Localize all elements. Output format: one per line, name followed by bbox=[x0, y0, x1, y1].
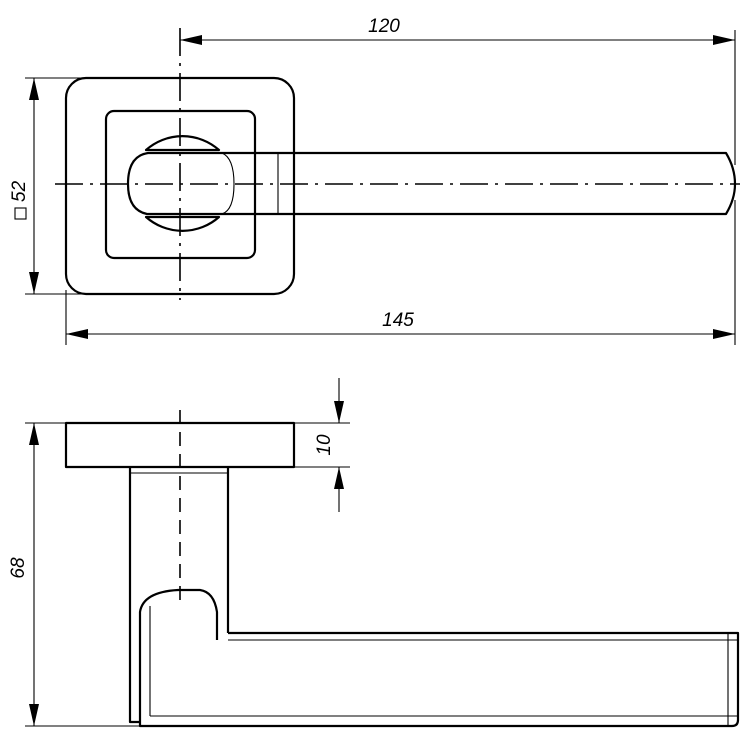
lever-neck-ridge bbox=[221, 152, 235, 215]
neck-circle-bottom bbox=[144, 215, 221, 232]
dim-10-arrow-bottom bbox=[334, 467, 344, 489]
square-symbol bbox=[14, 207, 27, 220]
dim-120-arrow-right bbox=[713, 35, 735, 45]
lever-top-outline bbox=[126, 151, 737, 216]
dim-120-label: 120 bbox=[368, 16, 400, 37]
lever-side-outline bbox=[138, 588, 740, 728]
dim-52-arrow-bottom bbox=[29, 272, 39, 294]
dim-68-arrow-bottom bbox=[29, 704, 39, 726]
dim-145-arrow-left bbox=[66, 329, 88, 339]
dim-52-label: 52 bbox=[9, 180, 30, 202]
neck-circle-top bbox=[144, 135, 221, 152]
dim-10-label: 10 bbox=[314, 434, 335, 456]
dim-68-arrow-top bbox=[29, 423, 39, 445]
dim-120-arrow-left bbox=[180, 35, 202, 45]
dim-145-label: 145 bbox=[382, 310, 414, 331]
dim-10-arrow-top bbox=[334, 401, 344, 423]
side-view: 10 68 bbox=[8, 378, 740, 728]
dim-52-arrow-top bbox=[29, 78, 39, 100]
top-view: 120 145 52 bbox=[9, 16, 740, 345]
dim-68-label: 68 bbox=[8, 557, 29, 579]
neck-side-outline bbox=[128, 467, 140, 724]
dim-145-arrow-right bbox=[713, 329, 735, 339]
